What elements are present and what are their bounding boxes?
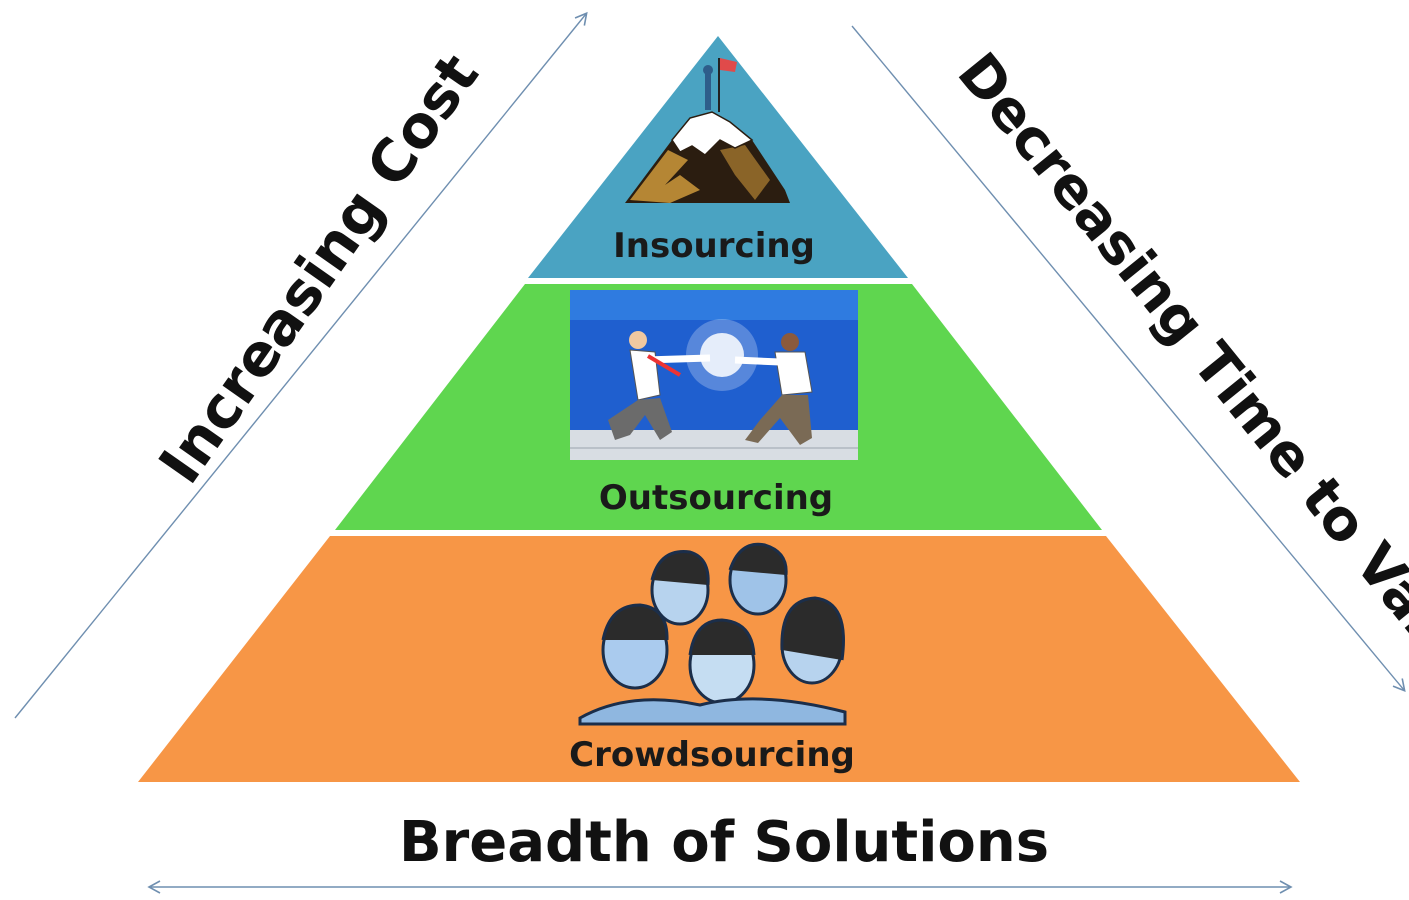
tier-label-insourcing: Insourcing (613, 226, 815, 266)
increasing-cost-arrow (14, 11, 588, 719)
handoff-runners-icon (570, 290, 858, 460)
tier-label-outsourcing: Outsourcing (598, 478, 834, 518)
tier-label-crowdsourcing: Crowdsourcing (569, 735, 855, 775)
crowd-faces-icon (578, 542, 847, 726)
base-axis-label: Breadth of Solutions (398, 810, 1050, 875)
decreasing-time-arrow (851, 25, 1406, 693)
mountain-summit-icon (625, 58, 790, 203)
